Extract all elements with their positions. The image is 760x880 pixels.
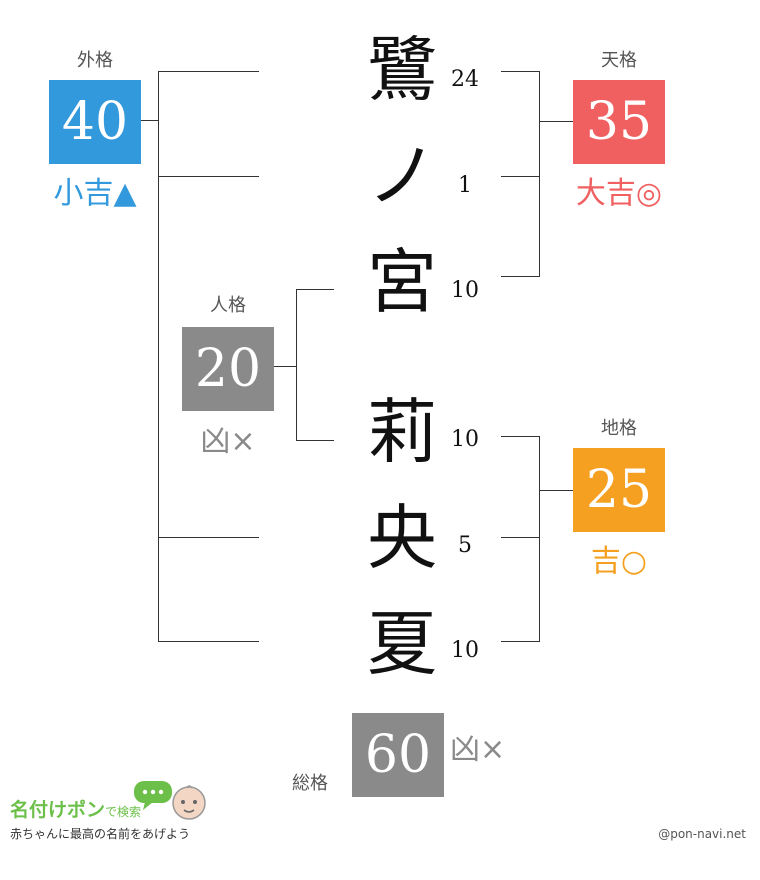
soukaku-value-box: 60	[352, 713, 444, 797]
site-credit: @pon-navi.net	[658, 827, 746, 841]
gaikaku-verdict: 小吉▲	[53, 176, 137, 211]
jinkaku-bracket-line	[296, 289, 297, 441]
jinkaku-value-box: 20	[182, 327, 274, 411]
chikaku-value-box: 25	[573, 448, 665, 532]
jinkaku-connector	[274, 366, 297, 367]
stroke-count-2: 1	[458, 173, 472, 198]
name-char-4: 莉	[367, 391, 437, 473]
gaikaku-bracket-line	[158, 71, 159, 642]
chikaku-bracket-line	[539, 436, 540, 642]
tenkaku-bracket-tick-1	[501, 71, 540, 72]
name-char-3: 宮	[367, 241, 437, 323]
chikaku-connector	[539, 490, 573, 491]
chat-bubble-icon	[134, 781, 172, 810]
gaikaku-connector	[141, 120, 159, 121]
chikaku-label: 地格	[601, 418, 637, 439]
gaikaku-label: 外格	[77, 50, 113, 71]
site-logo-suffix: で検索	[105, 805, 142, 819]
tenkaku-bracket-line	[539, 71, 540, 277]
soukaku-label: 総格	[292, 773, 328, 794]
gaikaku-bracket-tick-2	[158, 176, 259, 177]
name-char-1: 鷺	[367, 29, 437, 111]
gaikaku-bracket-tick-1	[158, 71, 259, 72]
gaikaku-value-box: 40	[49, 80, 141, 164]
chikaku-bracket-tick-1	[501, 436, 540, 437]
tenkaku-bracket-tick-2	[501, 176, 540, 177]
site-logo[interactable]: 名付けポンで検索	[10, 795, 141, 822]
jinkaku-bracket-tick-top	[296, 289, 334, 290]
chikaku-bracket-tick-3	[501, 641, 540, 642]
gaikaku-bracket-tick-5	[158, 537, 259, 538]
baby-face-icon	[172, 785, 206, 820]
site-logo-text: 名付けポン	[10, 799, 106, 821]
name-char-6: 夏	[367, 603, 437, 685]
jinkaku-verdict: 凶×	[200, 424, 256, 459]
stroke-count-6: 10	[451, 638, 479, 663]
soukaku-verdict: 凶×	[450, 732, 506, 767]
tenkaku-verdict: 大吉◎	[575, 176, 663, 211]
stroke-count-4: 10	[451, 427, 479, 452]
jinkaku-bracket-tick-bottom	[296, 440, 334, 441]
tenkaku-label: 天格	[601, 50, 637, 71]
site-tagline: 赤ちゃんに最高の名前をあげよう	[10, 827, 191, 841]
name-char-2: ノ	[367, 135, 437, 217]
tenkaku-connector	[539, 121, 573, 122]
stroke-count-3: 10	[451, 278, 479, 303]
gaikaku-bracket-tick-6	[158, 641, 259, 642]
name-char-5: 央	[367, 497, 437, 579]
stroke-count-5: 5	[458, 533, 472, 558]
stroke-count-1: 24	[451, 67, 479, 92]
tenkaku-value-box: 35	[573, 80, 665, 164]
tenkaku-bracket-tick-3	[501, 276, 540, 277]
chikaku-verdict: 吉○	[590, 544, 648, 579]
jinkaku-label: 人格	[210, 295, 246, 316]
chikaku-bracket-tick-2	[501, 537, 540, 538]
